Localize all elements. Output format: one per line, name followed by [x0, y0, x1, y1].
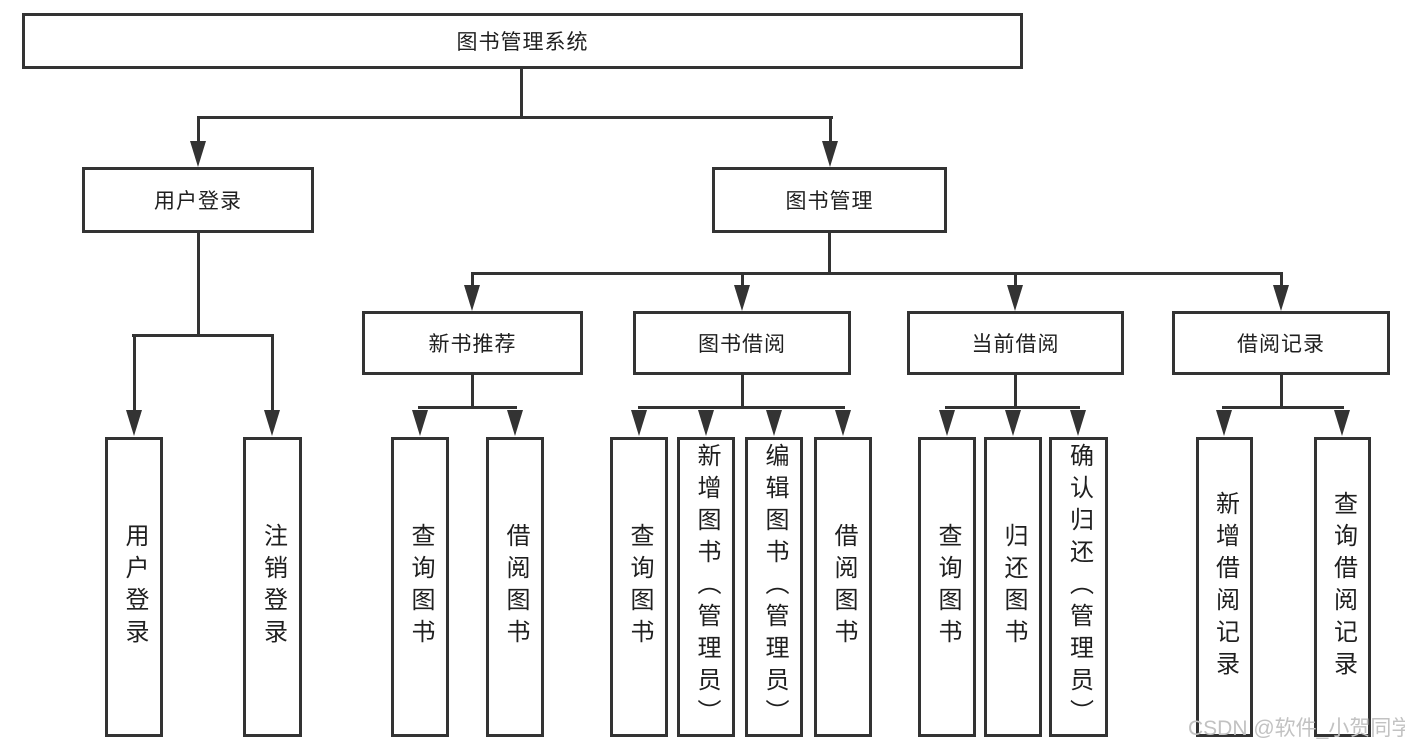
connector-to-module [1014, 272, 1017, 286]
arrowhead-down-icon [734, 285, 750, 311]
arrowhead-down-icon [190, 141, 206, 167]
connector-to-leaf [271, 334, 274, 412]
connector-module-bus [1222, 406, 1344, 409]
leaf-record-add-borrow-record: 新增借阅记录 [1196, 437, 1253, 737]
arrowhead-down-icon [507, 410, 523, 436]
connector-book-management-bus [471, 272, 1283, 275]
connector-module-stem [1280, 375, 1283, 408]
connector-root-bus [197, 116, 833, 119]
leaf-recommend-query-books: 查询图书 [391, 437, 449, 737]
arrowhead-down-icon [126, 410, 142, 436]
arrowhead-down-icon [412, 410, 428, 436]
node-root: 图书管理系统 [22, 13, 1023, 69]
leaf-borrow-query-books: 查询图书 [610, 437, 668, 737]
connector-book-management-stem [828, 233, 831, 275]
arrowhead-down-icon [1216, 410, 1232, 436]
connector-to-user-login [197, 116, 200, 144]
arrowhead-down-icon [1007, 285, 1023, 311]
connector-user-login-bus [132, 334, 274, 337]
connector-to-module [741, 272, 744, 286]
arrowhead-down-icon [264, 410, 280, 436]
node-book-borrow: 图书借阅 [633, 311, 851, 375]
leaf-borrow-add-books-admin: 新增图书（管理员） [677, 437, 735, 737]
connector-module-stem [741, 375, 744, 408]
arrowhead-down-icon [631, 410, 647, 436]
connector-to-module [1280, 272, 1283, 286]
connector-module-bus [418, 406, 517, 409]
leaf-current-query-books: 查询图书 [918, 437, 976, 737]
node-user-login: 用户登录 [82, 167, 314, 233]
leaf-borrow-borrow-books: 借阅图书 [814, 437, 872, 737]
arrowhead-down-icon [1005, 410, 1021, 436]
arrowhead-down-icon [1334, 410, 1350, 436]
connector-module-stem [1014, 375, 1017, 408]
csdn-watermark: CSDN @软件_小贺同学 [1188, 717, 1405, 740]
arrowhead-down-icon [1070, 410, 1086, 436]
connector-to-leaf [133, 334, 136, 412]
connector-root-stem [520, 68, 523, 118]
leaf-record-query-borrow-record: 查询借阅记录 [1314, 437, 1371, 737]
arrowhead-down-icon [835, 410, 851, 436]
arrowhead-down-icon [822, 141, 838, 167]
leaf-recommend-borrow-books: 借阅图书 [486, 437, 544, 737]
connector-to-book-management [829, 116, 832, 144]
arrowhead-down-icon [698, 410, 714, 436]
node-current-borrow: 当前借阅 [907, 311, 1124, 375]
connector-user-login-stem [197, 233, 200, 337]
leaf-user-login: 用户登录 [105, 437, 163, 737]
connector-module-stem [471, 375, 474, 408]
leaf-current-return-books: 归还图书 [984, 437, 1042, 737]
arrowhead-down-icon [1273, 285, 1289, 311]
connector-module-bus [945, 406, 1080, 409]
leaf-current-confirm-return-admin: 确认归还（管理员） [1049, 437, 1108, 737]
arrowhead-down-icon [766, 410, 782, 436]
connector-module-bus [638, 406, 845, 409]
arrowhead-down-icon [939, 410, 955, 436]
node-book-management: 图书管理 [712, 167, 947, 233]
leaf-logout-login: 注销登录 [243, 437, 302, 737]
leaf-borrow-edit-books-admin: 编辑图书（管理员） [745, 437, 803, 737]
connector-to-module [471, 272, 474, 286]
node-borrow-record: 借阅记录 [1172, 311, 1390, 375]
node-new-book-recommend: 新书推荐 [362, 311, 583, 375]
arrowhead-down-icon [464, 285, 480, 311]
